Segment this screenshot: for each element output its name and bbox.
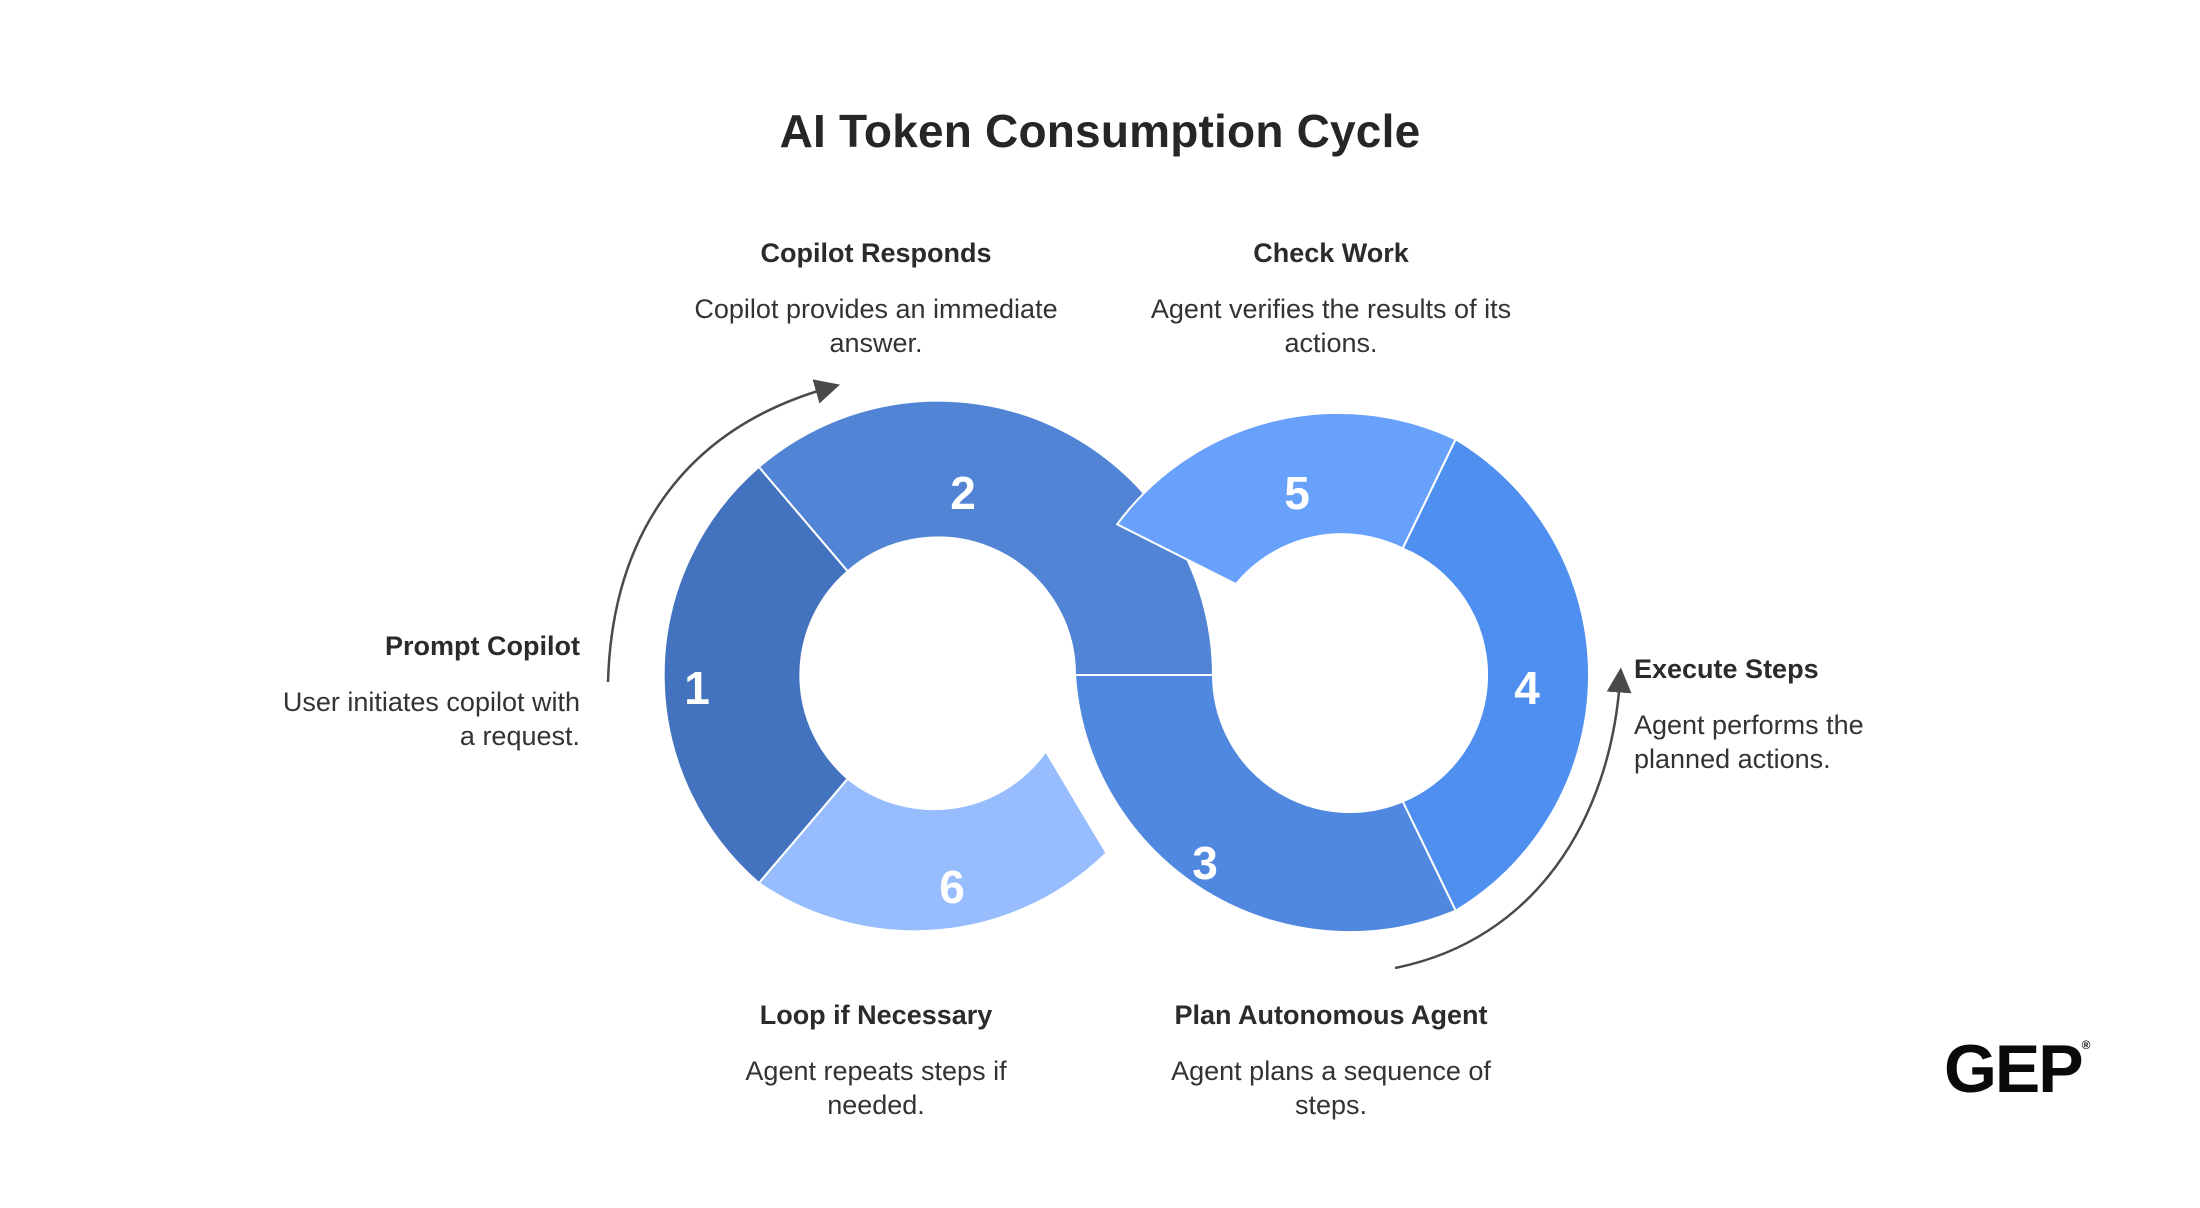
step-4-label: Execute Steps Agent performs the planned… xyxy=(1634,652,1934,776)
segment-3-plan-autonomous-agent xyxy=(1073,674,1458,934)
step-1-description: User initiates copilot with a request. xyxy=(282,687,580,751)
segment-6-loop-if-necessary xyxy=(757,749,1108,933)
segment-1-number: 1 xyxy=(684,662,710,714)
segment-4-execute-steps xyxy=(1401,437,1590,913)
step-5-description: Agent verifies the results of its action… xyxy=(1150,294,1512,358)
step-6-label: Loop if Necessary Agent repeats steps if… xyxy=(656,998,1096,1122)
step-1-label: Prompt Copilot User initiates copilot wi… xyxy=(140,629,580,753)
gep-logo-text: GEP xyxy=(1944,1031,2084,1107)
step-6-description: Agent repeats steps if needed. xyxy=(745,1056,1007,1120)
gep-logo: GEP® xyxy=(1944,1030,2090,1108)
step-1-heading: Prompt Copilot xyxy=(385,631,580,661)
registered-mark: ® xyxy=(2081,1038,2091,1052)
segment-2-copilot-responds xyxy=(757,399,1215,676)
curved-arrow-left xyxy=(606,379,841,683)
step-6-heading: Loop if Necessary xyxy=(759,1000,993,1030)
segment-5-check-work xyxy=(1115,411,1458,586)
step-3-heading: Plan Autonomous Agent xyxy=(1174,1000,1488,1030)
segment-3-number: 3 xyxy=(1192,837,1218,889)
step-4-description: Agent performs the planned actions. xyxy=(1634,710,1864,774)
step-2-label: Copilot Responds Copilot provides an imm… xyxy=(656,236,1096,360)
segment-6-number: 6 xyxy=(939,861,965,913)
step-2-description: Copilot provides an immediate answer. xyxy=(694,294,1058,358)
step-2-heading: Copilot Responds xyxy=(760,238,992,268)
step-5-label: Check Work Agent verifies the results of… xyxy=(1111,236,1551,360)
step-4-heading: Execute Steps xyxy=(1634,654,1819,684)
step-5-heading: Check Work xyxy=(1253,238,1409,268)
diagram-title: AI Token Consumption Cycle xyxy=(779,105,1421,157)
segment-2-number: 2 xyxy=(950,467,976,519)
curved-arrow-right xyxy=(1394,667,1632,970)
segment-1-prompt-copilot xyxy=(662,465,850,885)
step-3-description: Agent plans a sequence of steps. xyxy=(1171,1056,1491,1120)
segment-4-number: 4 xyxy=(1514,662,1540,714)
step-3-label: Plan Autonomous Agent Agent plans a sequ… xyxy=(1111,998,1551,1122)
segment-5-number: 5 xyxy=(1284,467,1310,519)
